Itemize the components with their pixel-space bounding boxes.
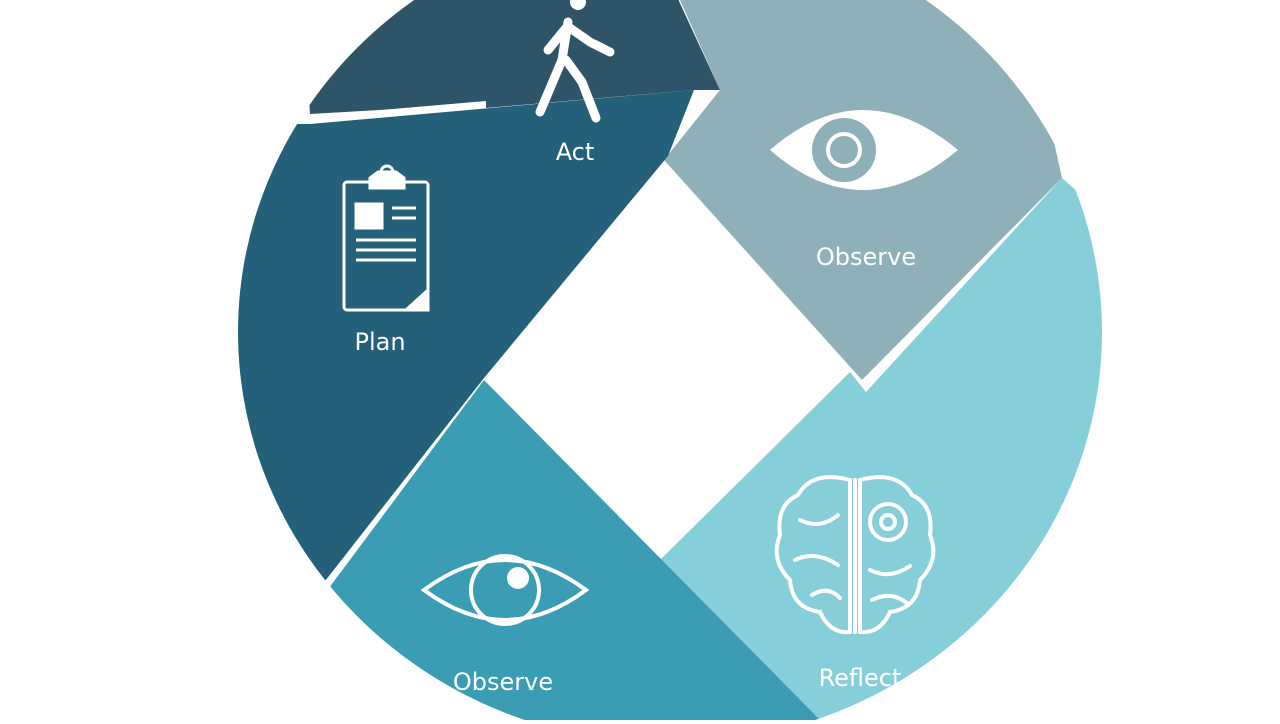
label-observe-bottom: Observe xyxy=(453,668,553,696)
clipboard-icon xyxy=(342,164,430,312)
label-observe-top: Observe xyxy=(816,243,916,271)
label-plan: Plan xyxy=(354,328,405,356)
eye-icon xyxy=(770,110,958,190)
walking-person-icon xyxy=(535,0,615,123)
label-act: Act xyxy=(556,138,595,166)
act-divider xyxy=(309,101,487,120)
eye-icon xyxy=(420,554,590,626)
segment-act xyxy=(300,0,720,114)
segment-observe-bottom xyxy=(320,380,820,724)
segment-plan xyxy=(238,90,694,600)
brain-gear-icon xyxy=(774,475,936,635)
label-reflect: Reflect xyxy=(819,664,902,692)
